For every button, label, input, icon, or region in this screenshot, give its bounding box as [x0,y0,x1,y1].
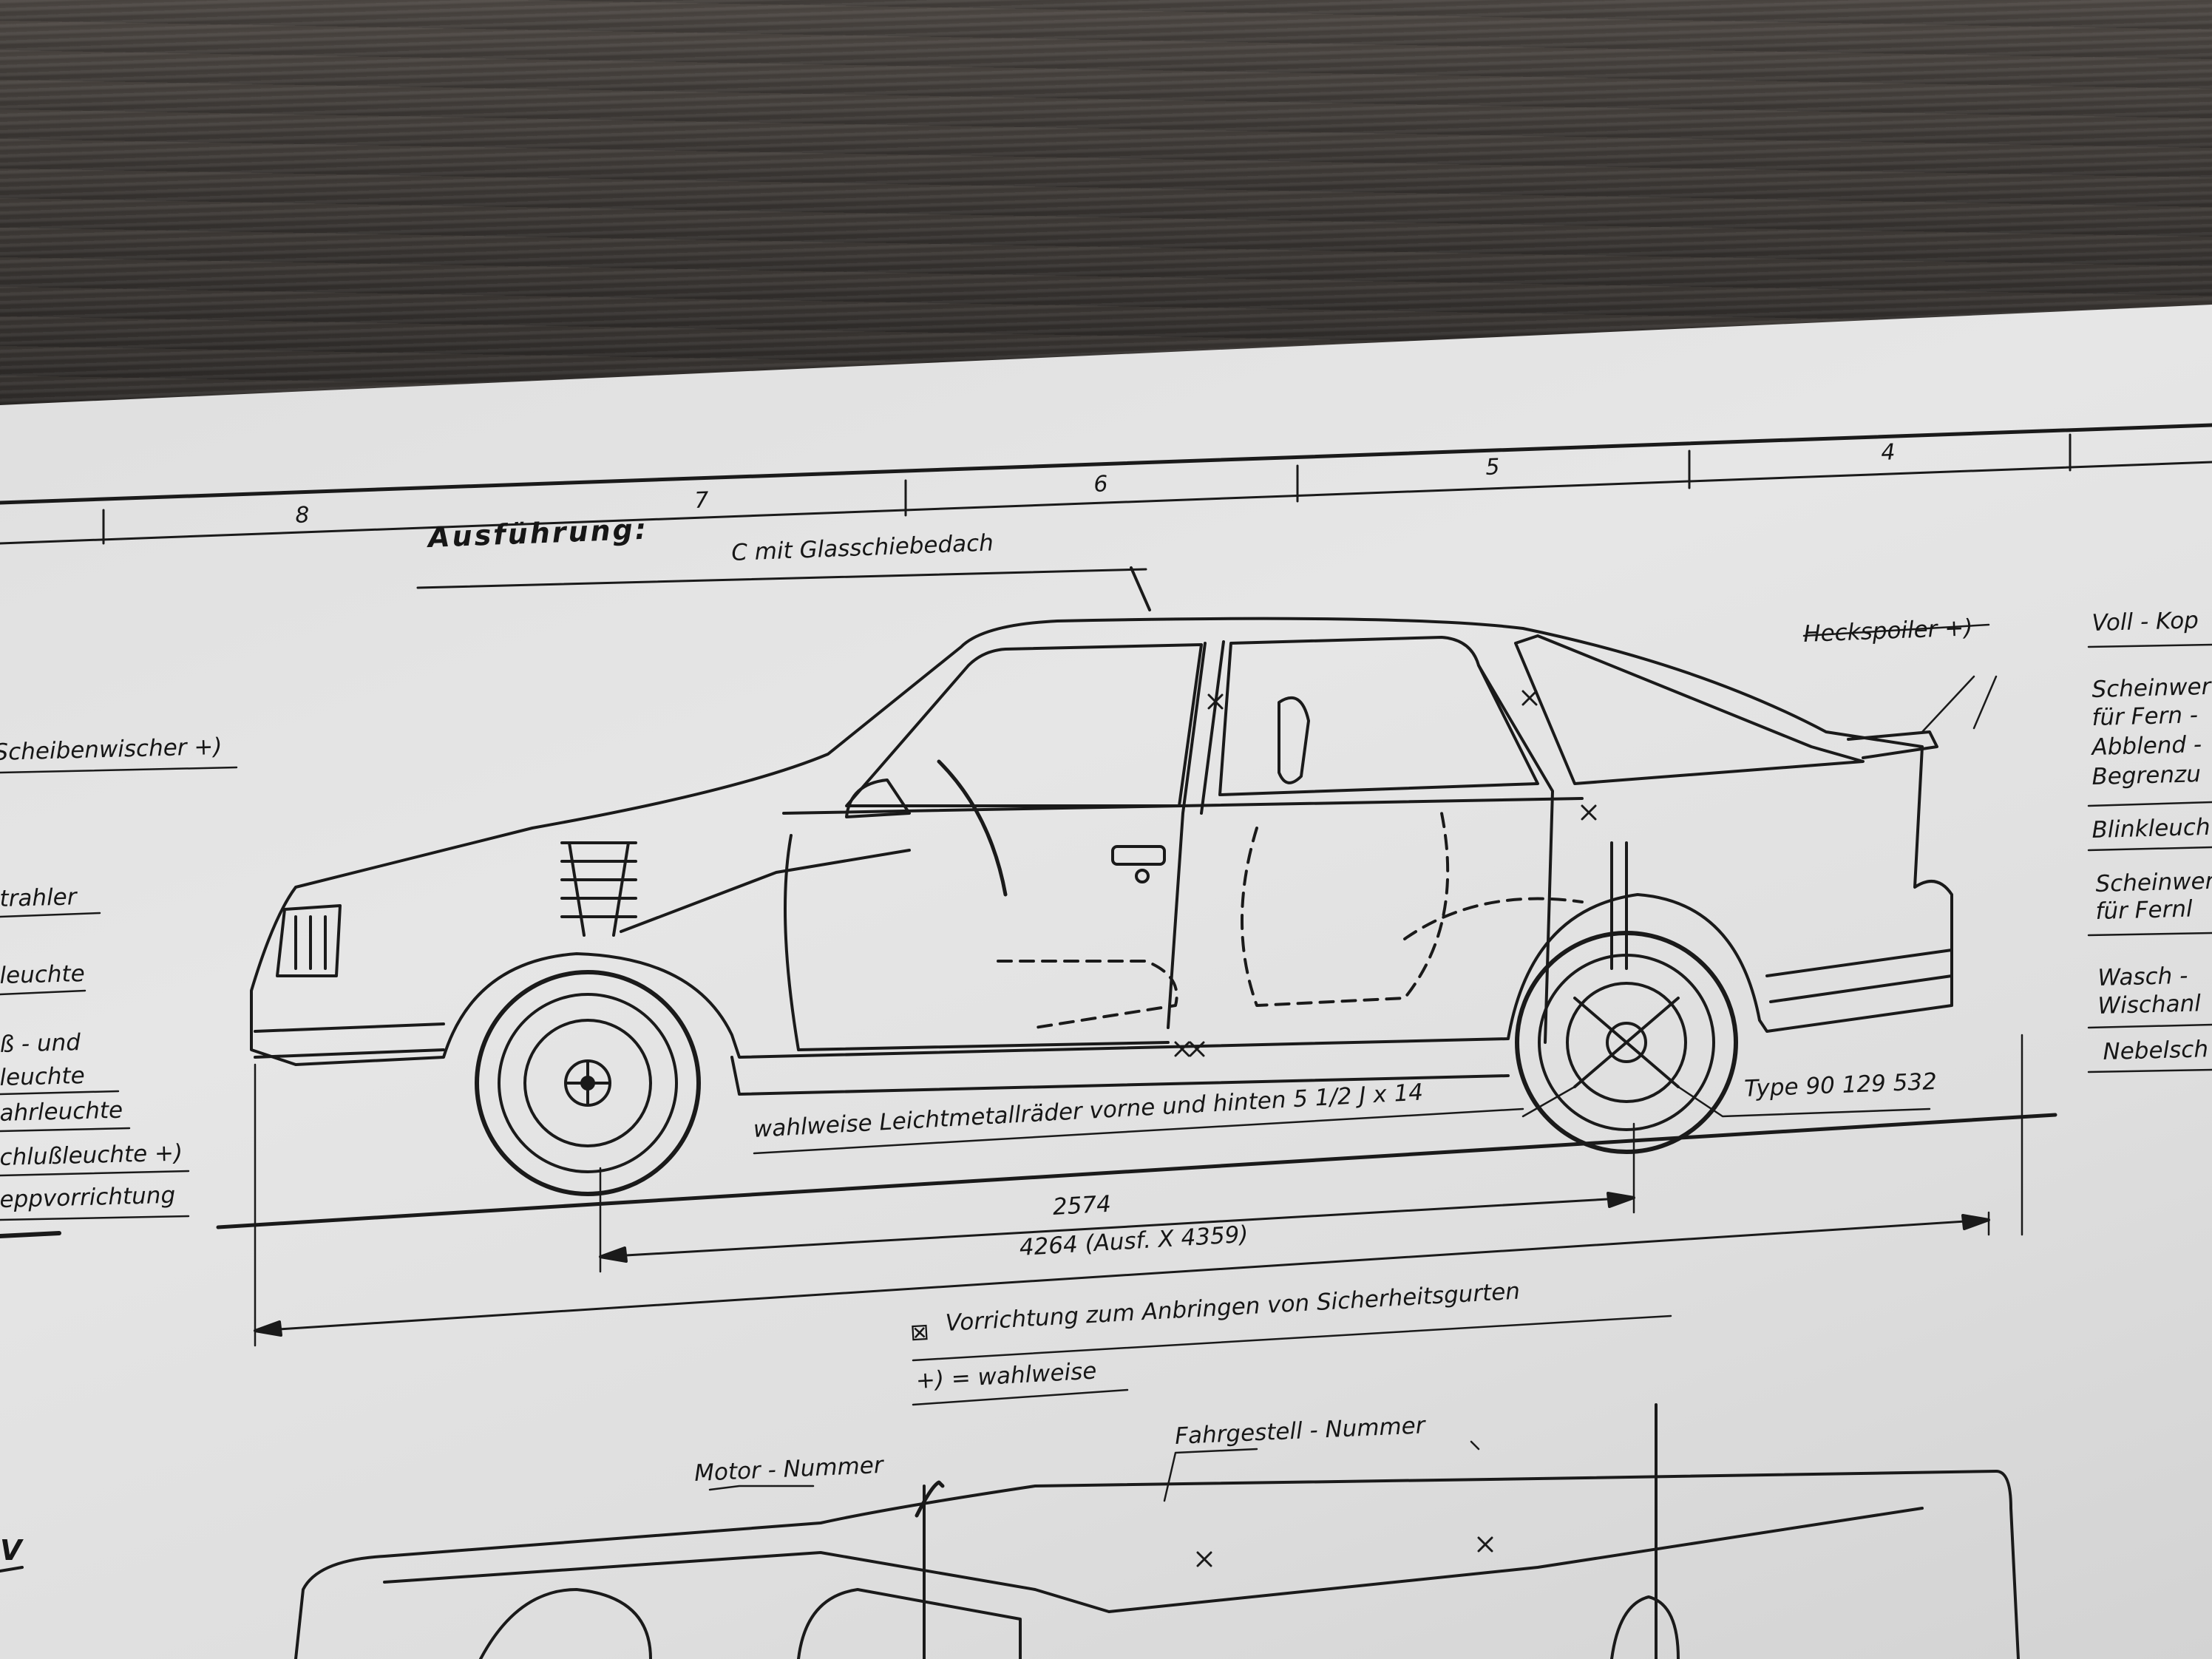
grid-number-5: 5 [1485,454,1501,481]
left-label-schleppvorrichtung: eppvorrichtung [0,1181,176,1213]
headlight [276,904,342,977]
wheelbase-dimension [599,1196,1635,1258]
frame-inner-line [0,461,2212,545]
wheelbase-value: 2574 [1051,1190,1112,1221]
belt-anchor-symbol: ⊠ [909,1318,930,1346]
right-label-scheinwerfer: Scheinwerf [2091,673,2212,703]
right-label-scheinwerfer-2: Scheinwer [2095,867,2212,898]
rear-door-window [1218,636,1539,796]
right-label-begrenzung: Begrenzu [2091,761,2202,790]
grid-number-4: 4 [1880,439,1896,466]
left-label-schlussleuchte: chlußleuchte +) [0,1139,183,1171]
right-label-blinkleuchte: Blinkleuch [2091,813,2211,844]
rear-wheel [1515,931,1738,1154]
length-dimension [254,1218,1990,1332]
door-line [784,834,1170,1051]
right-label-fernlicht: für Fernl [2095,895,2194,925]
left-label-strahler: trahler [0,883,77,912]
front-window [845,643,1203,807]
left-label-und: ß - und [0,1029,81,1058]
grid-number-7: 7 [693,487,710,514]
right-label-abblend: Abblend - [2091,731,2202,761]
rear-quarter-window [1514,634,1865,785]
left-label-leuchte: leuchte [0,960,86,989]
grid-number-6: 6 [1093,471,1109,498]
left-label-fahrleuchte: ahrleuchte [0,1096,123,1127]
right-label-wasch: Wasch - [2097,962,2188,991]
lower-car-drawing-partial [0,1403,2020,1659]
right-label-fern: für Fern - [2091,702,2199,731]
ground-line [216,1113,2057,1229]
front-wheel [475,970,701,1196]
front-spring [560,841,637,937]
right-label-wischanlage: Wischanl [2097,990,2202,1020]
right-label-voll-kopf: Voll - Kop [2091,607,2199,637]
rear-spoiler [1847,730,1938,759]
car-body-outline [250,617,1953,1066]
right-label-nebelschluss: Nebelsch [2103,1036,2209,1065]
frame-top-line [0,423,2212,505]
left-label-leuchte-2: leuchte [0,1062,86,1091]
grid-number-8: 8 [294,502,311,529]
bottom-left-letter: V [0,1534,24,1567]
